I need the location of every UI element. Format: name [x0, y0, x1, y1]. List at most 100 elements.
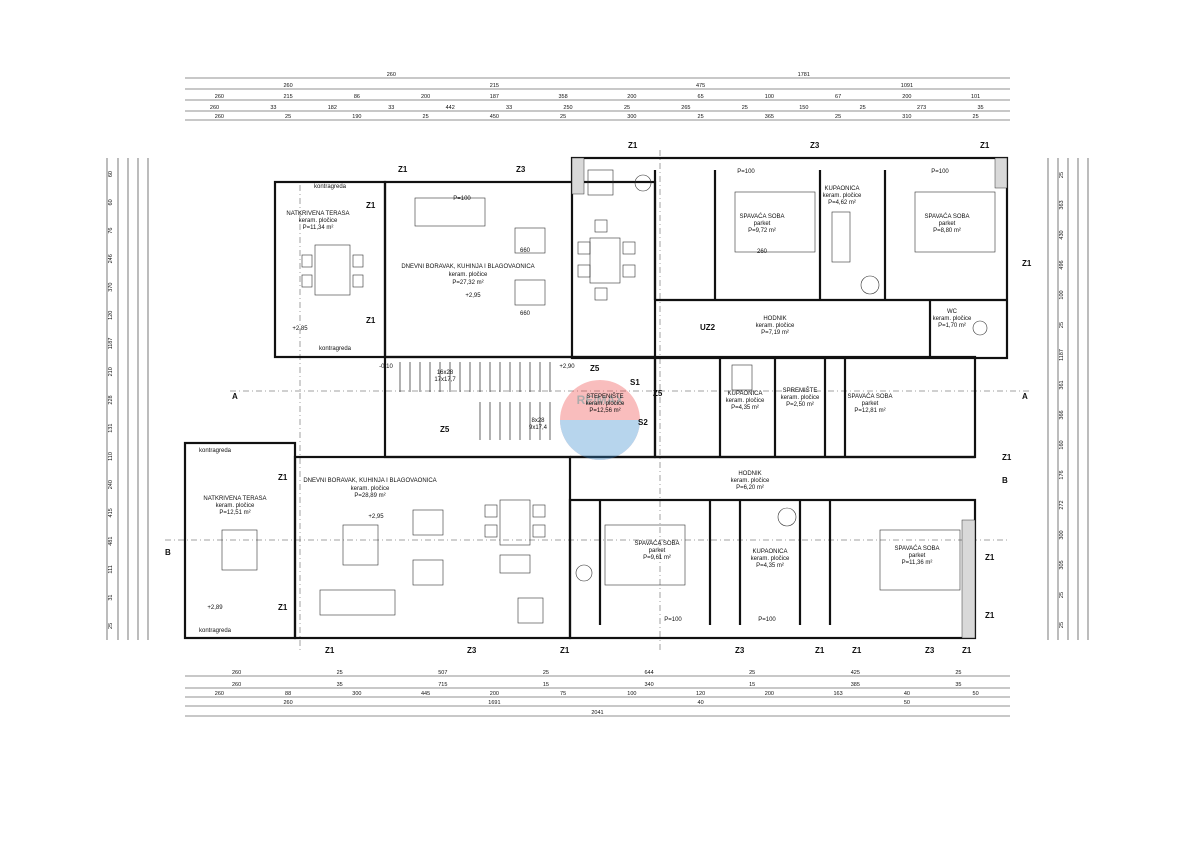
dimension-value: 25 — [955, 670, 961, 676]
zone-label: Z3 — [810, 141, 820, 150]
dimension-value: 300 — [352, 691, 361, 697]
zone-label: Z1 — [366, 316, 376, 325]
level-mark: +2,85 — [292, 326, 308, 332]
section-marker-b: B — [165, 548, 171, 557]
zone-label: Z1 — [980, 141, 990, 150]
watermark-logo: RE/MAX — [560, 380, 640, 460]
dimension-value: 363 — [1059, 200, 1065, 209]
dimension-value: 33 — [388, 105, 394, 111]
dimension-value: 305 — [1059, 560, 1065, 569]
room-area: P=8,80 m² — [933, 228, 961, 234]
kontragreda-label: kontragreda — [319, 346, 352, 352]
dimension-value: 260 — [215, 114, 224, 120]
right-dimension-chains: 2536343049610025118736136616017627230030… — [1047, 158, 1089, 640]
dimension-note: P=100 — [758, 617, 776, 623]
section-lines — [165, 150, 1030, 650]
zone-label: Z3 — [735, 646, 745, 655]
level-mark: +2,90 — [559, 364, 575, 370]
dimension-value: 415 — [108, 508, 114, 517]
room-area: P=1,70 m² — [938, 323, 966, 329]
section-marker-a: A — [232, 392, 238, 401]
dimension-value: 60 — [108, 199, 114, 205]
dimension-note: P=100 — [931, 169, 949, 175]
dimension-value: 260 — [387, 72, 396, 78]
room-area: P=27,32 m² — [452, 280, 483, 286]
room-floor: keram. pločice — [751, 556, 790, 562]
zone-label: Z1 — [1002, 453, 1012, 462]
dimension-value: 25 — [860, 105, 866, 111]
dimension-value: 260 — [215, 94, 224, 100]
dimension-value: 190 — [352, 114, 361, 120]
dimension-value: 150 — [799, 105, 808, 111]
dimension-value: 340 — [645, 682, 654, 688]
dimension-value: 25 — [423, 114, 429, 120]
zone-label: Z1 — [325, 646, 335, 655]
room-area: P=9,72 m² — [748, 228, 776, 234]
room-floor: keram. pločice — [216, 503, 255, 509]
dimension-value: 273 — [917, 105, 926, 111]
kontragreda-label: kontragreda — [314, 184, 347, 190]
room-name: SPAVAĆA SOBA — [739, 213, 784, 220]
dimension-note: 660 — [520, 311, 531, 317]
dimension-value: 425 — [851, 670, 860, 676]
zone-label: Z1 — [985, 553, 995, 562]
room-name: KUPAONICA — [825, 186, 860, 192]
zone-label: Z1 — [815, 646, 825, 655]
room-labels-lower: NATKRIVENA TERASA keram. pločice P=12,51… — [203, 471, 939, 569]
dimension-value: 1091 — [901, 83, 913, 89]
furniture — [221, 169, 996, 624]
dimension-value: 445 — [421, 691, 430, 697]
level-mark: +2,95 — [368, 514, 384, 520]
room-floor: keram. pločice — [756, 323, 795, 329]
dimension-value: 100 — [765, 94, 774, 100]
dimension-value: 25 — [337, 670, 343, 676]
dimension-value: 25 — [543, 670, 549, 676]
dimension-value: 644 — [645, 670, 654, 676]
room-floor: parket — [909, 553, 926, 559]
svg-text:RE/MAX: RE/MAX — [577, 393, 624, 407]
room-name: DNEVNI BORAVAK, KUHINJA I BLAGOVAONICA — [401, 264, 534, 270]
dimension-value: 246 — [108, 254, 114, 263]
dimension-value: 65 — [698, 94, 704, 100]
dimension-value: 25 — [835, 114, 841, 120]
dimension-value: 111 — [108, 565, 114, 573]
room-name: SPAVAĆA SOBA — [634, 540, 679, 547]
dimension-value: 450 — [490, 114, 499, 120]
dimension-value: 60 — [108, 171, 114, 177]
room-name: NATKRIVENA TERASA — [203, 496, 266, 502]
dimension-value: 715 — [438, 682, 447, 688]
dimension-value: 215 — [490, 83, 499, 89]
room-floor: keram. pločice — [731, 478, 770, 484]
dimension-value: 25 — [624, 105, 630, 111]
room-area: P=4,35 m² — [756, 563, 784, 569]
room-floor: parket — [754, 221, 771, 227]
dimension-value: 86 — [354, 94, 360, 100]
room-name: SPAVAĆA SOBA — [924, 213, 969, 220]
dimension-value: 1187 — [108, 338, 114, 350]
zone-label: Z1 — [278, 603, 288, 612]
dimension-value: 228 — [108, 395, 114, 404]
zone-label: Z5 — [653, 389, 663, 398]
room-floor: keram. pločice — [933, 316, 972, 322]
dimension-value: 15 — [543, 682, 549, 688]
dimension-value: 25 — [698, 114, 704, 120]
zone-label: Z3 — [925, 646, 935, 655]
dimension-value: 25 — [1059, 592, 1065, 598]
dimension-value: 430 — [1059, 230, 1065, 239]
zone-label: S2 — [638, 418, 648, 427]
dimension-value: 385 — [851, 682, 860, 688]
dimension-value: 200 — [765, 691, 774, 697]
dimension-value: 210 — [108, 367, 114, 376]
dimension-value: 365 — [765, 114, 774, 120]
dimension-value: 200 — [490, 691, 499, 697]
room-floor: keram. pločice — [726, 398, 765, 404]
dimension-note: P=100 — [664, 617, 682, 623]
dimension-value: 358 — [559, 94, 568, 100]
dimension-value: 215 — [284, 94, 293, 100]
room-labels-upper: NATKRIVENA TERASA keram. pločice P=11,34… — [286, 186, 972, 414]
dimension-value: 442 — [446, 105, 455, 111]
room-area: P=11,36 m² — [902, 560, 933, 566]
room-area: P=12,81 m² — [854, 408, 885, 414]
